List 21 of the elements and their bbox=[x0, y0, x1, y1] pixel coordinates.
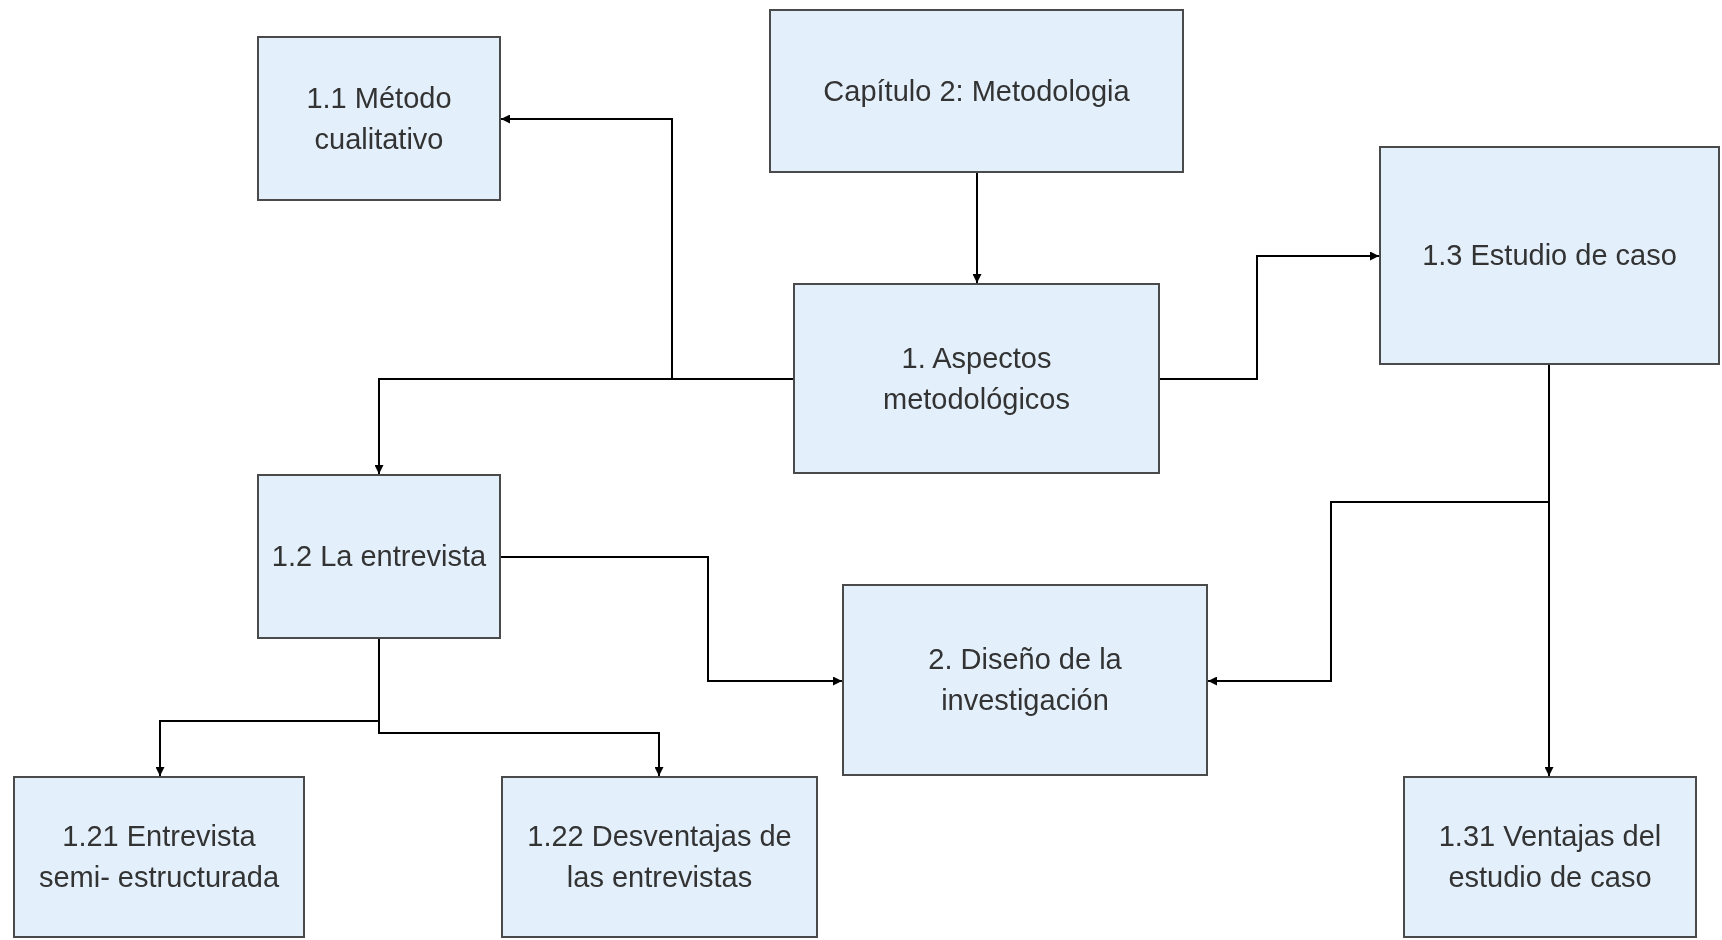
topic-label: 1.2 La entrevista bbox=[271, 539, 487, 575]
arrow bbox=[1159, 251, 1380, 380]
topic-label: 1.31 Ventajas del estudio de caso bbox=[1437, 819, 1663, 895]
arrow bbox=[972, 172, 982, 284]
topic-label: 1.3 Estudio de caso bbox=[1422, 238, 1677, 274]
topic-label: 1.22 Desventajas de las entrevistas bbox=[526, 819, 793, 895]
topic-label: 1.21 Entrevista semi- estructurada bbox=[37, 819, 281, 895]
topic-label: 1. Aspectos metodológicos bbox=[882, 340, 1071, 417]
topic-box bbox=[793, 283, 1160, 474]
topic-label: 2. Diseño de la investigación bbox=[927, 642, 1123, 718]
topic-box bbox=[1403, 776, 1697, 938]
topic-box bbox=[842, 584, 1208, 776]
arrow bbox=[500, 556, 843, 686]
topic-box bbox=[257, 474, 501, 639]
topic-box bbox=[1379, 146, 1720, 365]
topic-box bbox=[501, 776, 818, 938]
topic-label: 1.1 Método cualitativo bbox=[305, 80, 453, 157]
topic-box bbox=[13, 776, 305, 938]
topic-label: Capítulo 2: Metodologia bbox=[823, 73, 1130, 109]
topic-box bbox=[257, 36, 501, 201]
topic-box bbox=[769, 9, 1184, 173]
